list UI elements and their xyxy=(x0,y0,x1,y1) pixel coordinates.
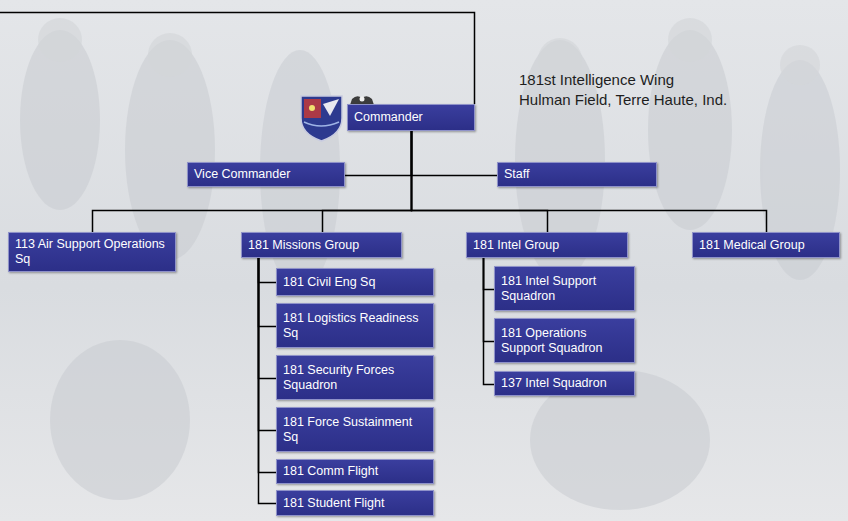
squadron-box: 181 Logistics Readiness Sq xyxy=(276,303,434,348)
org-connector xyxy=(484,258,495,290)
group-box: 181 Medical Group xyxy=(692,232,840,258)
flight-box: 181 Comm Flight xyxy=(276,459,434,484)
org-connector xyxy=(412,131,767,232)
node-label: 181 Comm Flight xyxy=(277,461,433,482)
org-connector xyxy=(484,258,495,342)
node-label: 181 Security Forces Squadron xyxy=(277,360,433,396)
squadron-box: 181 Security Forces Squadron xyxy=(276,355,434,400)
wing-shield xyxy=(301,96,342,141)
org-connector xyxy=(259,258,277,473)
node-label: 181 Missions Group xyxy=(242,235,401,256)
node-label: 181 Intel Support Squadron xyxy=(495,271,634,307)
squadron-box: 181 Civil Eng Sq xyxy=(276,268,434,296)
node-label: 181 Student Flight xyxy=(277,493,433,514)
unit-caption: 181st Intelligence Wing xyxy=(519,71,674,89)
top-feed-line xyxy=(0,13,475,105)
node-label: Staff xyxy=(498,164,656,185)
vice-commander-box: Vice Commander xyxy=(187,162,345,187)
node-label: Commander xyxy=(348,107,474,128)
flight-box: 181 Student Flight xyxy=(276,490,434,516)
squadron-box: 181 Operations Support Squadron xyxy=(494,318,635,363)
org-connector xyxy=(259,258,277,327)
org-connector xyxy=(345,131,412,176)
node-label: 181 Intel Group xyxy=(467,235,627,256)
squadron-box: 113 Air Support Operations Sq xyxy=(8,232,176,272)
node-label: 181 Logistics Readiness Sq xyxy=(277,308,433,344)
org-connector xyxy=(259,258,277,504)
squadron-box: 181 Intel Support Squadron xyxy=(494,266,635,311)
org-connector xyxy=(93,131,412,232)
node-label: Vice Commander xyxy=(188,164,344,185)
node-label: 181 Operations Support Squadron xyxy=(495,323,634,359)
group-box: 181 Missions Group xyxy=(241,232,402,258)
squadron-box: 137 Intel Squadron xyxy=(494,371,635,396)
node-label: 181 Civil Eng Sq xyxy=(277,272,433,293)
node-label: 113 Air Support Operations Sq xyxy=(9,234,175,270)
node-label: 181 Force Sustainment Sq xyxy=(277,412,433,448)
org-connector xyxy=(412,131,498,176)
squadron-box: 181 Force Sustainment Sq xyxy=(276,407,434,452)
staff-box: Staff xyxy=(497,162,657,187)
node-label: 181 Medical Group xyxy=(693,235,839,256)
org-connector xyxy=(484,258,495,385)
node-label: 137 Intel Squadron xyxy=(495,373,634,394)
unit-caption: Hulman Field, Terre Haute, Ind. xyxy=(519,91,727,109)
org-connector xyxy=(259,258,277,379)
org-connector xyxy=(259,258,277,431)
org-connector xyxy=(259,258,277,283)
group-box: 181 Intel Group xyxy=(466,232,628,258)
commander-box: Commander xyxy=(347,104,475,131)
